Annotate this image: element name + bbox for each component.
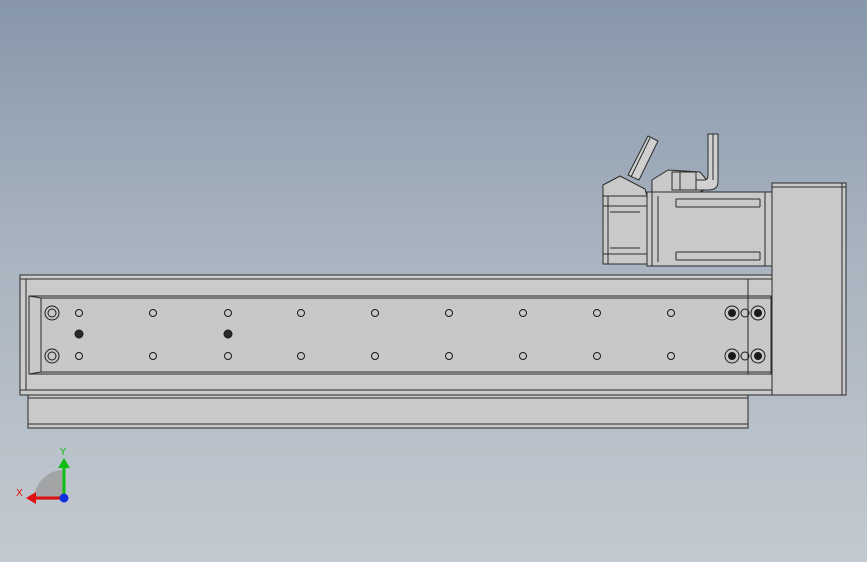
x-axis-arrow-icon (26, 492, 62, 504)
y-axis-arrow-icon (58, 458, 70, 498)
x-axis-label: X (16, 488, 23, 499)
coordinate-triad: Y X (16, 447, 70, 504)
motor-cables (627, 133, 719, 191)
mounting-holes (44, 305, 766, 364)
z-axis-point-icon (59, 493, 69, 503)
y-axis-label: Y (59, 447, 67, 458)
actuator-body (19, 274, 774, 396)
motor-end-block (771, 182, 847, 396)
servo-motor (602, 169, 773, 267)
triad-plane-icon (34, 470, 64, 500)
base-rail (27, 393, 749, 429)
